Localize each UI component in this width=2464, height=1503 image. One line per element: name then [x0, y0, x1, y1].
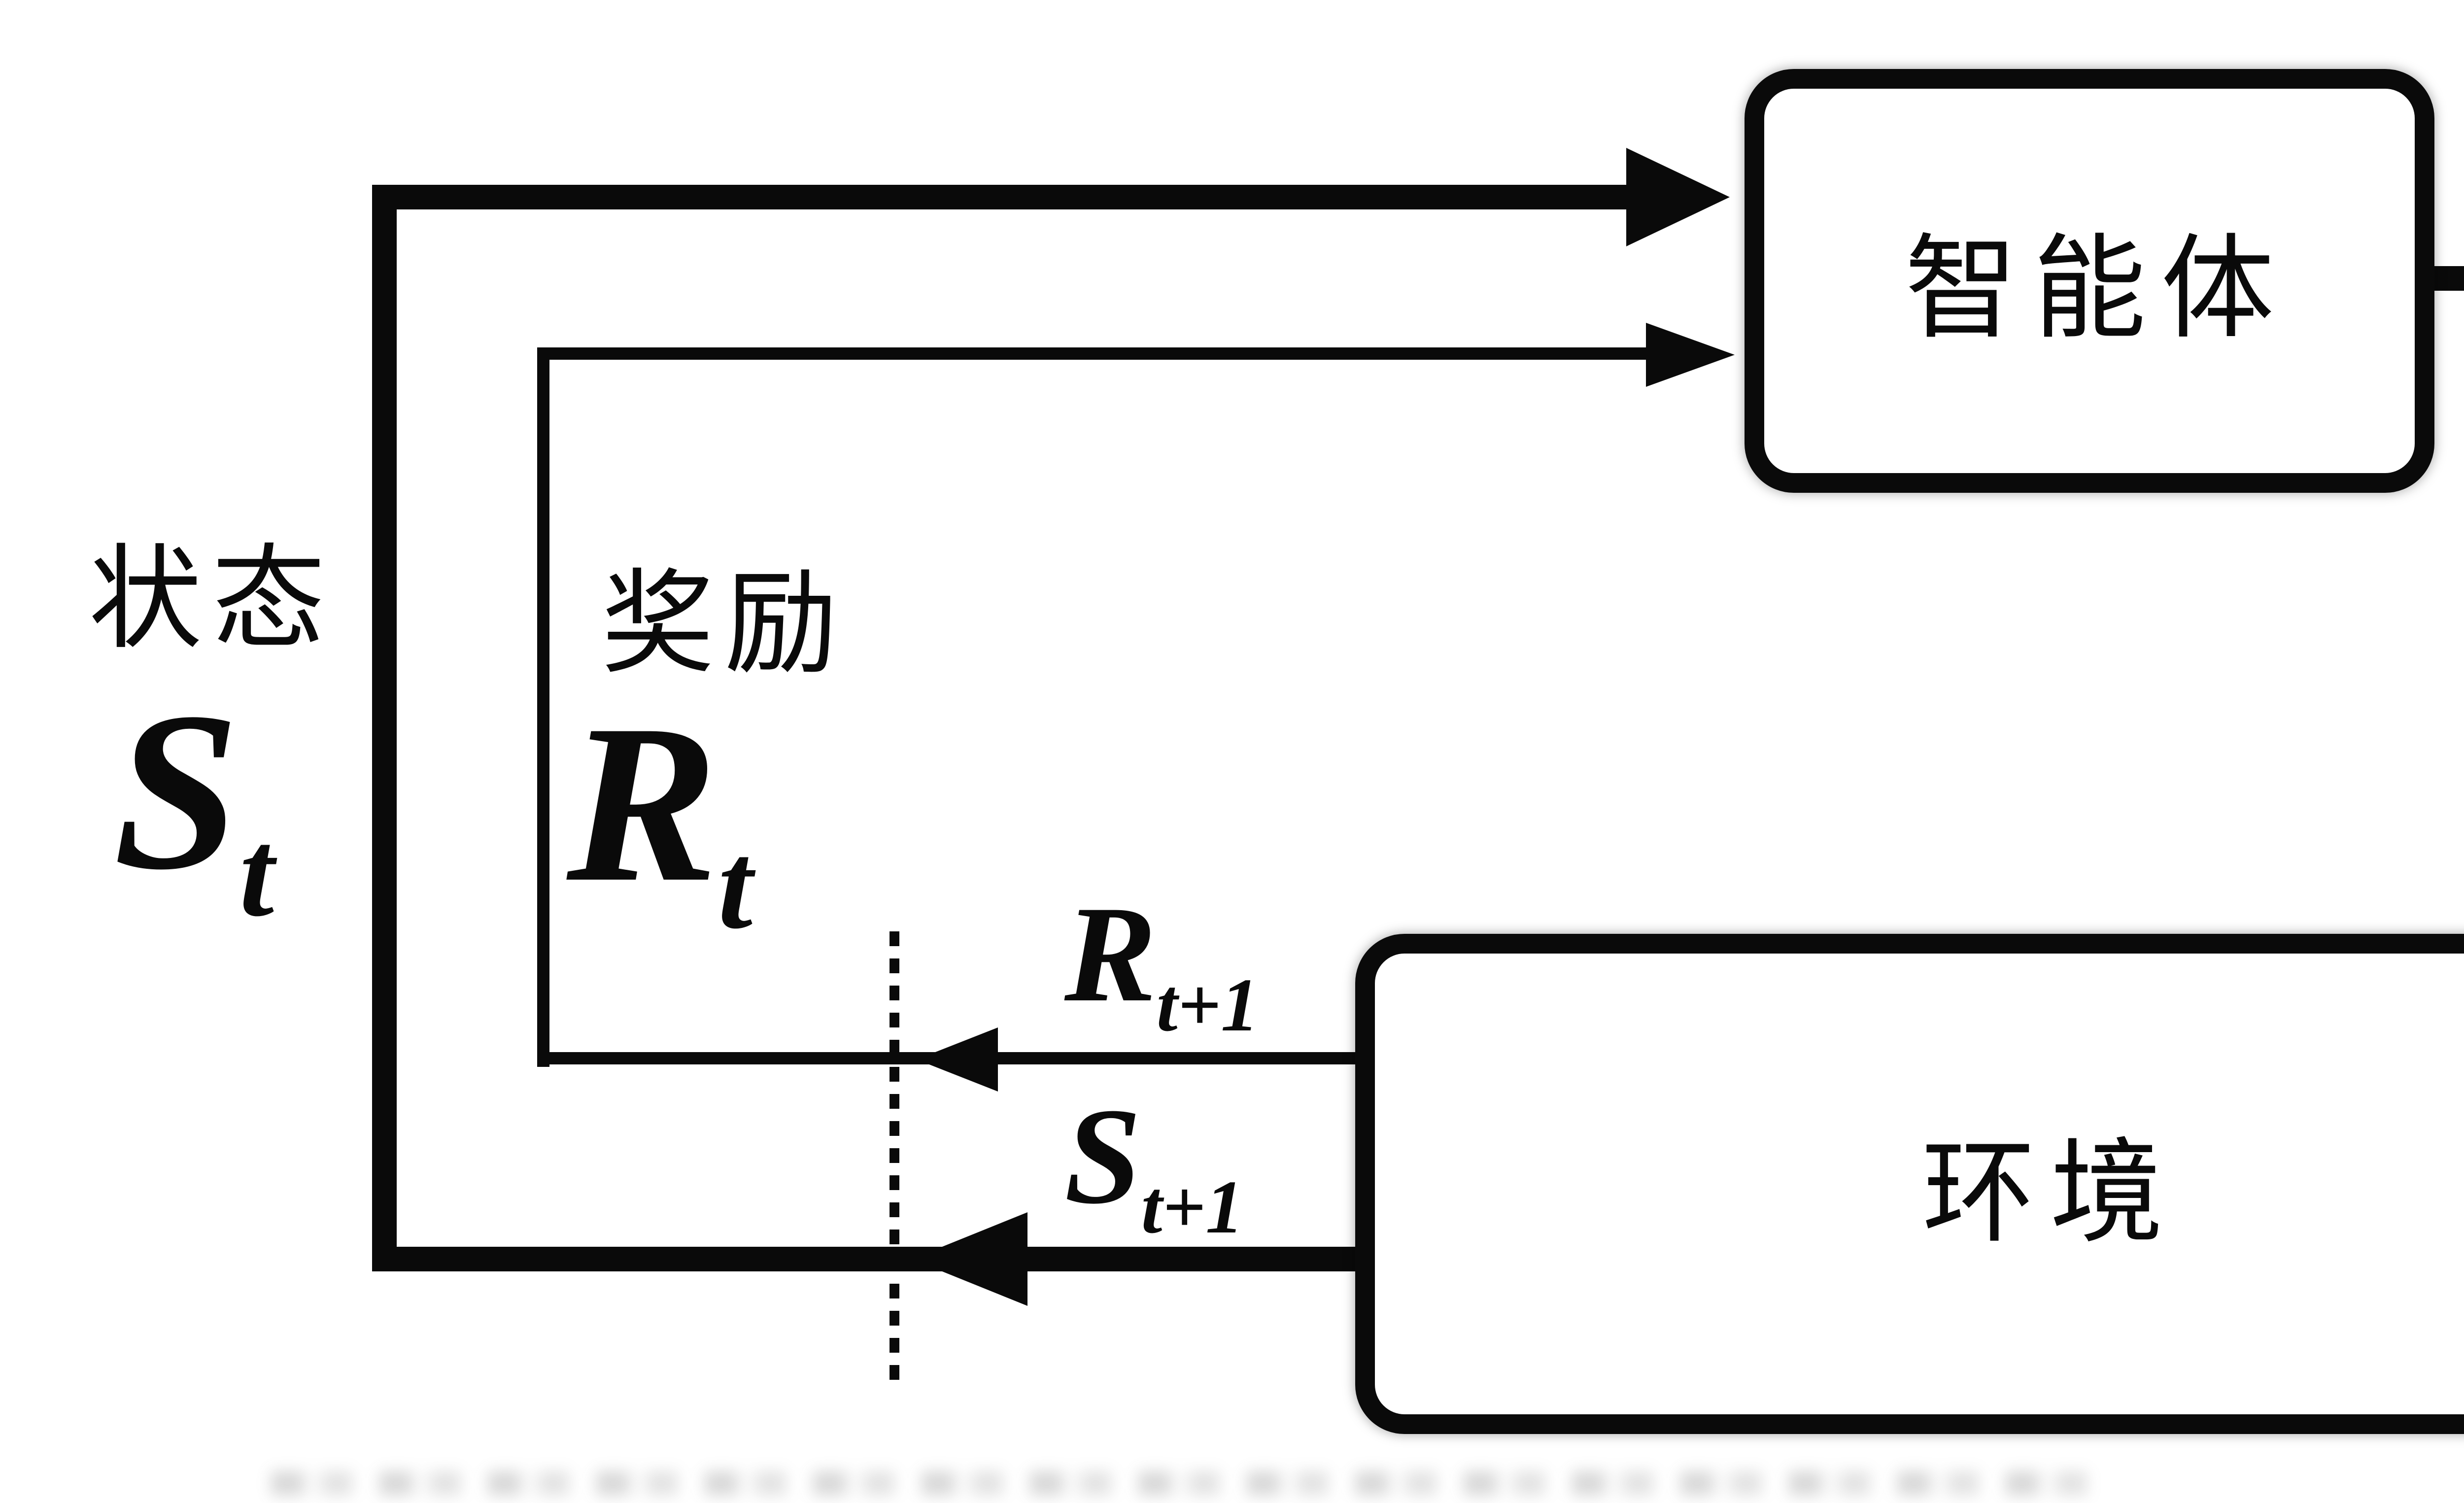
next-reward-symbol-base: R [1064, 880, 1157, 1032]
state-line-top [372, 185, 1629, 209]
environment-node: 环境 [1355, 934, 2464, 1434]
reward-line-vertical [537, 347, 549, 1067]
reward-line-top [537, 347, 1651, 360]
next-reward-symbol-sub: t+1 [1156, 963, 1259, 1048]
environment-node-label: 环境 [1922, 1125, 2178, 1258]
state-symbol: St [113, 678, 274, 936]
agent-node: 智能体 [1745, 69, 2434, 493]
next-state-symbol-sub: t+1 [1141, 1165, 1244, 1250]
next-state-symbol-base: S [1064, 1082, 1141, 1234]
reward-arrowhead-icon [1646, 323, 1735, 387]
time-boundary-dashed-line [890, 931, 899, 1385]
state-line-bottom [372, 1247, 1355, 1271]
next-reward-symbol: Rt+1 [1064, 887, 1259, 1045]
next-state-symbol: St+1 [1064, 1089, 1243, 1247]
state-label-cn: 状态 [89, 532, 335, 665]
state-line-vertical [372, 185, 397, 1271]
reward-symbol: Rt [567, 690, 753, 949]
reward-label-cn: 奖励 [601, 557, 848, 690]
reward-symbol-base: R [567, 678, 718, 929]
cropped-caption-artifact [271, 1471, 2094, 1496]
state-symbol-base: S [113, 665, 240, 917]
next-state-arrowhead-icon [912, 1212, 1027, 1306]
state-arrowhead-icon [1626, 148, 1730, 246]
agent-node-label: 智能体 [1905, 222, 2289, 355]
reward-symbol-sub: t [718, 816, 753, 955]
state-symbol-sub: t [239, 804, 274, 942]
next-reward-arrowhead-icon [917, 1027, 998, 1092]
